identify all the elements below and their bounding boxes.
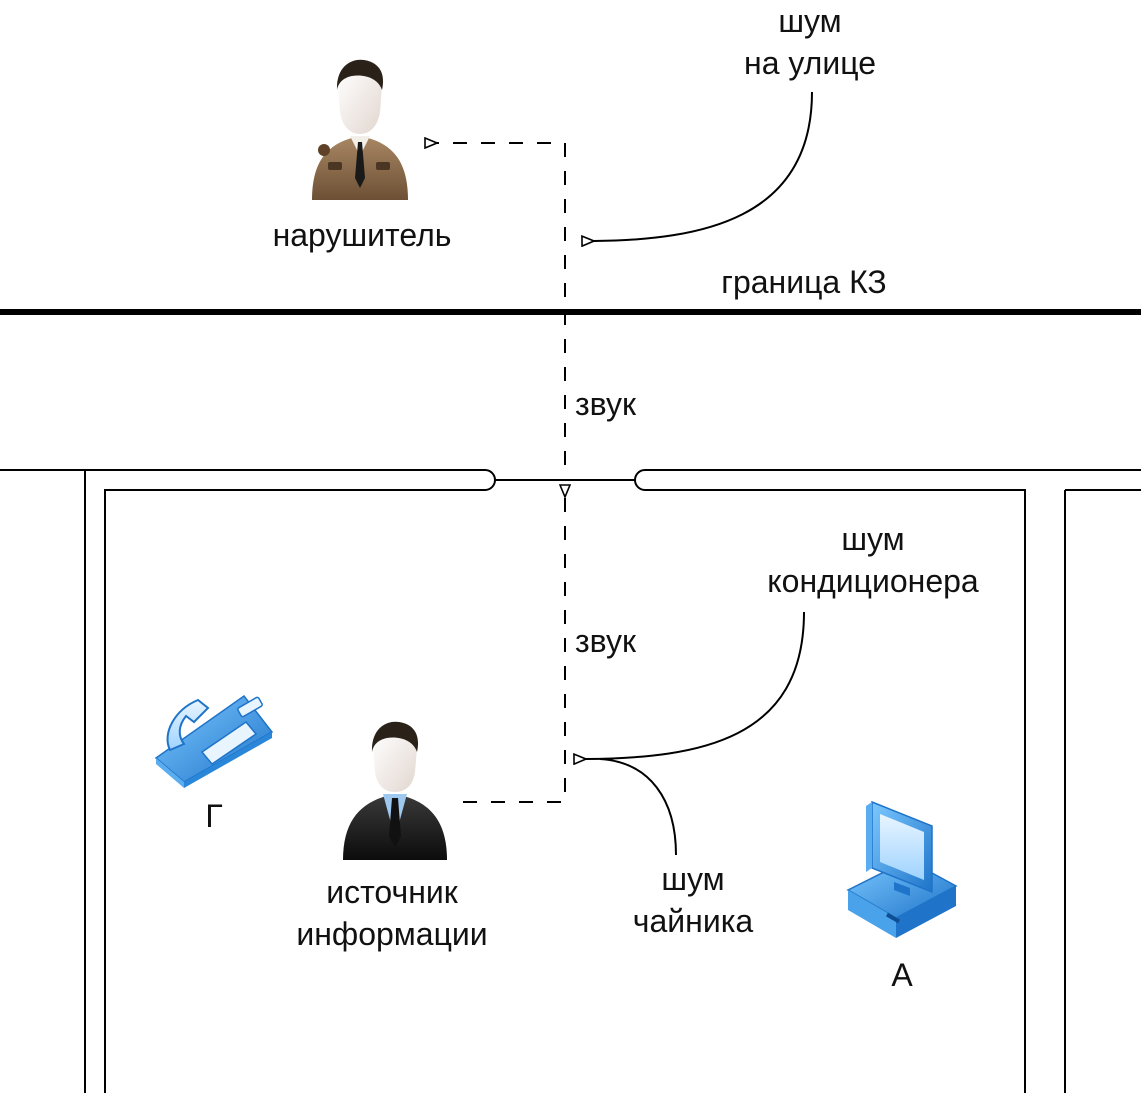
info-source-line-2: информации bbox=[296, 916, 488, 952]
kettle-noise-line-1: шум bbox=[661, 861, 725, 897]
boundary-label: граница КЗ bbox=[721, 264, 887, 300]
building-walls bbox=[0, 469, 1141, 1093]
ac-noise-curve bbox=[586, 611, 805, 759]
sound-label-bottom: звук bbox=[575, 623, 636, 659]
street-noise-label: шум на улице bbox=[744, 0, 876, 84]
guard-person-icon bbox=[312, 59, 408, 200]
street-noise-curve bbox=[594, 91, 813, 241]
info-source-line-1: источник bbox=[326, 874, 458, 910]
ac-noise-line-1: шум bbox=[841, 521, 905, 557]
pc-letter: А bbox=[891, 957, 913, 993]
kettle-noise-label: шум чайника bbox=[633, 858, 753, 942]
kettle-noise-curve bbox=[599, 758, 677, 856]
kettle-noise-line-2: чайника bbox=[632, 903, 754, 939]
street-noise-line-2: на улице bbox=[744, 45, 876, 81]
sound-path-outside bbox=[437, 143, 566, 465]
ac-noise-line-2: кондиционера bbox=[767, 563, 979, 599]
telephone-icon bbox=[154, 694, 274, 788]
ac-noise-label: шум кондиционера bbox=[767, 518, 978, 602]
phone-letter: Г bbox=[205, 798, 223, 834]
businessman-icon bbox=[343, 721, 447, 860]
street-noise-line-1: шум bbox=[778, 3, 842, 39]
intruder-label: нарушитель bbox=[272, 217, 452, 253]
sound-label-top: звук bbox=[575, 386, 636, 422]
sound-path-inside bbox=[463, 497, 565, 803]
computer-icon bbox=[846, 800, 958, 938]
info-source-label: источник информации bbox=[296, 871, 487, 955]
